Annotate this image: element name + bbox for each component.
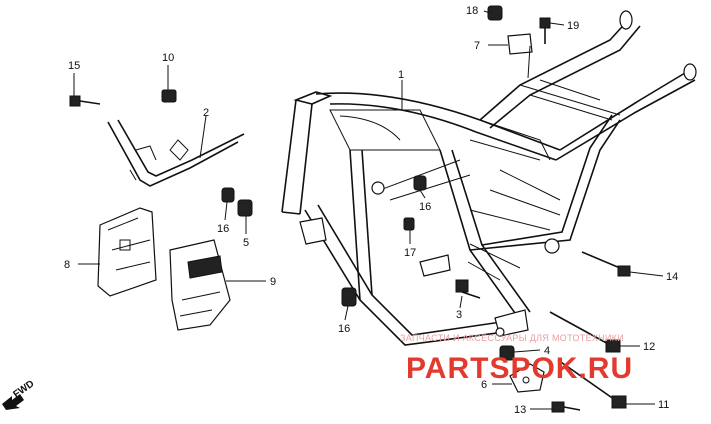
watermark: ЗАПЧАСТИ И АКСЕССУАРЫ ДЛЯ МОТОТЕХНИКИ PA… <box>400 333 633 385</box>
fwd-label: FWD <box>11 378 36 400</box>
callout-5: 5 <box>243 237 249 249</box>
callout-8: 8 <box>64 259 70 271</box>
callouts: 1 2 3 4 5 6 7 8 9 10 11 12 13 14 15 16 1… <box>64 5 678 416</box>
callout-12: 12 <box>643 341 655 353</box>
callout-15: 15 <box>68 60 80 72</box>
callout-2: 2 <box>203 107 209 119</box>
main-frame-drawing <box>281 10 697 346</box>
callout-16-left: 16 <box>217 223 229 235</box>
side-cover-part-8 <box>97 207 157 297</box>
watermark-logo: PARTSPOK.RU <box>406 352 633 385</box>
callout-18: 18 <box>466 5 478 17</box>
bracket-part-2 <box>107 119 245 187</box>
forward-direction-indicator: FWD <box>2 378 36 410</box>
callout-16-center: 16 <box>419 201 431 213</box>
fwd-arrow-icon <box>2 394 24 410</box>
callout-13: 13 <box>514 404 526 416</box>
callout-17: 17 <box>404 247 416 259</box>
callout-6: 6 <box>481 379 487 391</box>
watermark-caption: ЗАПЧАСТИ И АКСЕССУАРЫ ДЛЯ МОТОТЕХНИКИ <box>400 333 624 343</box>
small-parts <box>69 5 631 413</box>
callout-4: 4 <box>544 345 550 357</box>
callout-16-lower: 16 <box>338 323 350 335</box>
callout-10: 10 <box>162 52 174 64</box>
callout-11: 11 <box>658 399 669 411</box>
callout-1: 1 <box>398 69 404 81</box>
callout-14: 14 <box>666 271 678 283</box>
leader-lines <box>73 10 664 410</box>
cover-part-9 <box>169 239 231 331</box>
callout-19: 19 <box>567 20 579 32</box>
callout-3: 3 <box>456 309 462 321</box>
callout-7: 7 <box>474 40 480 52</box>
callout-9: 9 <box>270 276 276 288</box>
